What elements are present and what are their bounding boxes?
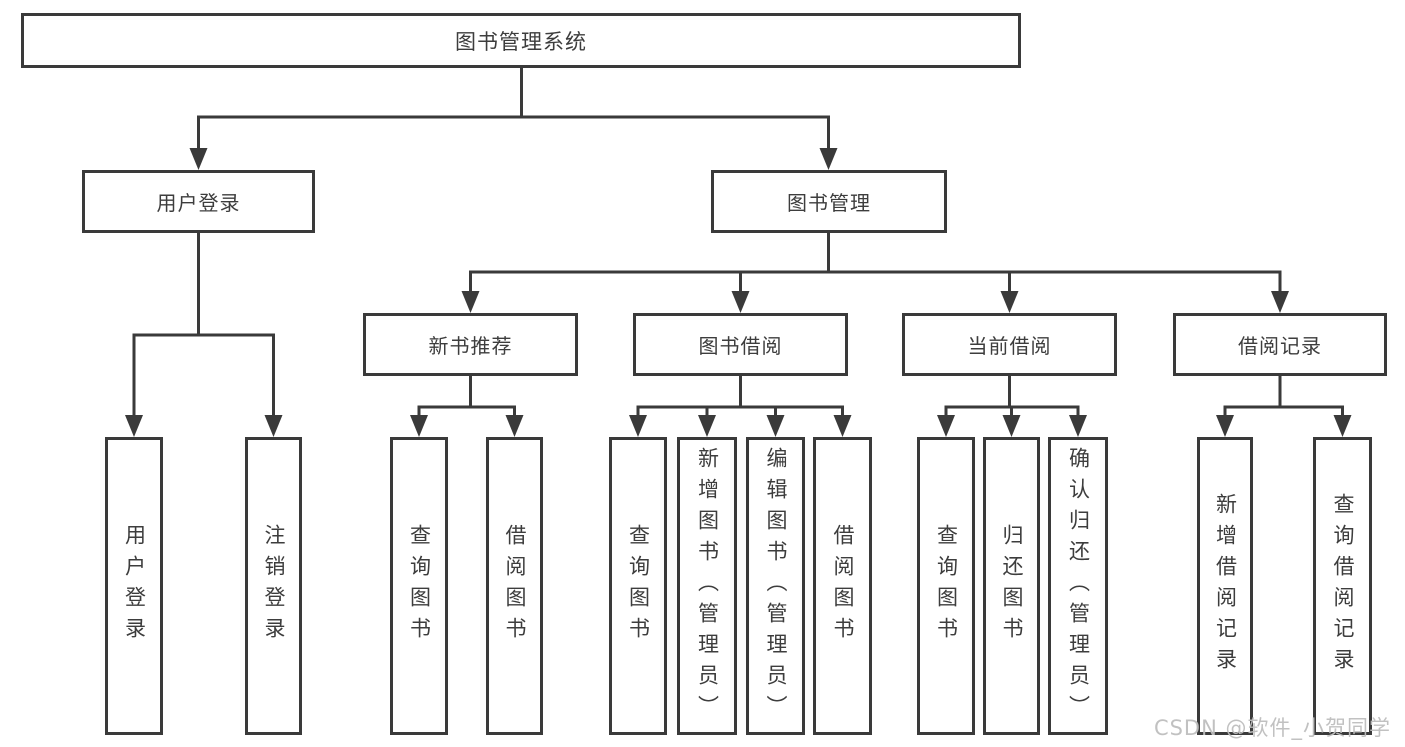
leaf-borrowing-borrow-books: 借阅图书 (813, 437, 872, 735)
leaf-query-borrow-record: 查询借阅记录 (1313, 437, 1372, 735)
node-user-login: 用户登录 (82, 170, 315, 233)
node-book-management: 图书管理 (711, 170, 947, 233)
node-book-borrowing-label: 图书借阅 (698, 334, 783, 358)
leaf-add-book-admin: 新增图书（管理员） (677, 437, 737, 735)
node-new-book-recommend: 新书推荐 (363, 313, 578, 376)
leaf-borrowing-query-books-label: 查询图书 (626, 524, 651, 648)
node-user-login-label: 用户登录 (156, 191, 241, 215)
leaf-add-borrow-record: 新增借阅记录 (1197, 437, 1253, 735)
leaf-query-borrow-record-label: 查询借阅记录 (1331, 493, 1356, 679)
leaf-confirm-return-admin-label: 确认归还（管理员） (1066, 446, 1091, 726)
leaf-borrowing-query-books: 查询图书 (609, 437, 667, 735)
leaf-add-borrow-record-label: 新增借阅记录 (1213, 493, 1238, 679)
leaf-add-book-admin-label: 新增图书（管理员） (695, 446, 720, 726)
leaf-confirm-return-admin: 确认归还（管理员） (1048, 437, 1108, 735)
node-current-borrowing: 当前借阅 (902, 313, 1117, 376)
node-library-system: 图书管理系统 (21, 13, 1021, 68)
csdn-watermark: CSDN @软件_小贺同学 (1153, 716, 1391, 740)
leaf-current-query-books: 查询图书 (917, 437, 975, 735)
leaf-recommend-query-books-label: 查询图书 (407, 524, 432, 648)
leaf-return-book: 归还图书 (983, 437, 1040, 735)
leaf-logout: 注销登录 (245, 437, 302, 735)
node-borrowing-records: 借阅记录 (1173, 313, 1387, 376)
node-library-system-label: 图书管理系统 (455, 29, 587, 54)
leaf-recommend-borrow-books-label: 借阅图书 (503, 524, 528, 648)
leaf-recommend-query-books: 查询图书 (390, 437, 448, 735)
leaf-return-book-label: 归还图书 (1000, 524, 1025, 648)
leaf-user-login-label: 用户登录 (122, 524, 147, 648)
leaf-current-query-books-label: 查询图书 (934, 524, 959, 648)
leaf-user-login: 用户登录 (105, 437, 163, 735)
node-borrowing-records-label: 借阅记录 (1238, 334, 1322, 358)
leaf-edit-book-admin: 编辑图书（管理员） (746, 437, 805, 735)
leaf-borrowing-borrow-books-label: 借阅图书 (831, 524, 856, 648)
leaf-recommend-borrow-books: 借阅图书 (486, 437, 543, 735)
node-book-borrowing: 图书借阅 (633, 313, 848, 376)
node-book-management-label: 图书管理 (787, 191, 871, 215)
leaf-edit-book-admin-label: 编辑图书（管理员） (764, 446, 789, 726)
node-current-borrowing-label: 当前借阅 (967, 334, 1052, 358)
node-new-book-recommend-label: 新书推荐 (428, 334, 513, 358)
leaf-logout-label: 注销登录 (262, 524, 287, 648)
